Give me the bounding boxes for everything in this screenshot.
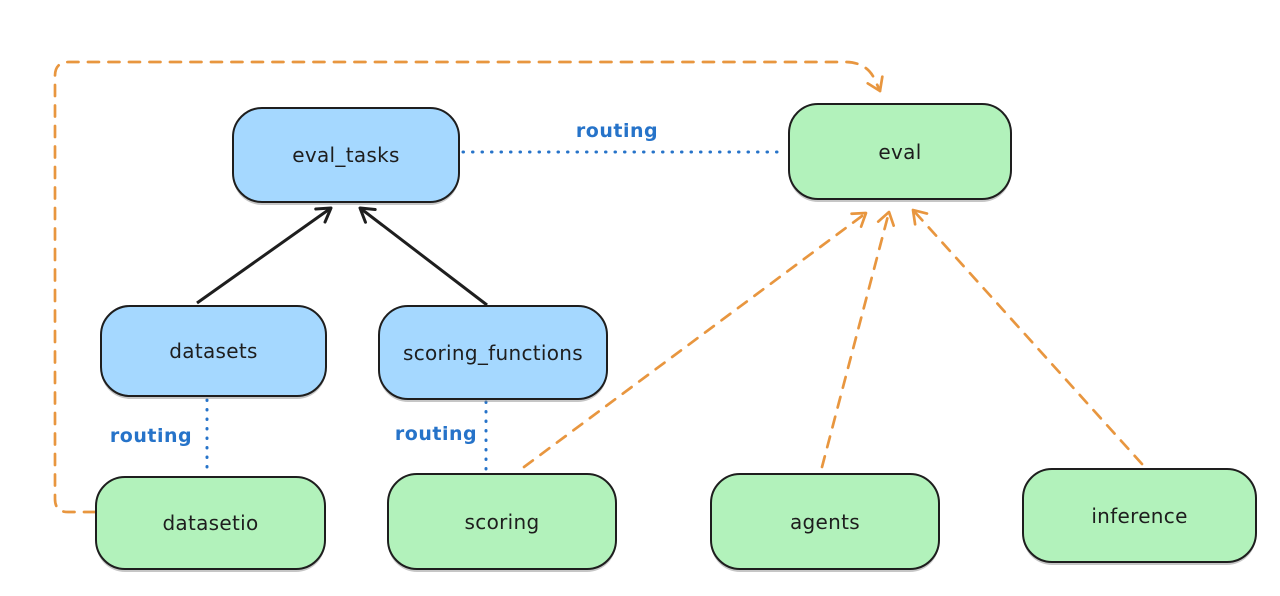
node-eval-tasks-label: eval_tasks <box>292 143 400 167</box>
node-scoring: scoring <box>387 473 617 570</box>
edge-agents-to-eval <box>820 210 896 469</box>
node-eval-tasks: eval_tasks <box>232 107 460 203</box>
routing-label-eval-tasks-eval: routing <box>575 120 659 142</box>
edge-scoring-functions-to-eval-tasks <box>358 206 488 307</box>
edge-scoring-to-eval <box>522 211 868 469</box>
node-inference-label: inference <box>1091 503 1188 528</box>
node-agents: agents <box>710 473 940 570</box>
node-agents-label: agents <box>790 509 860 534</box>
node-datasetio: datasetio <box>95 476 326 570</box>
node-scoring-functions-label: scoring_functions <box>402 340 584 365</box>
node-eval-label: eval <box>878 139 922 164</box>
edge-datasetio-to-eval <box>53 60 884 514</box>
node-datasetio-label: datasetio <box>162 511 259 535</box>
edge-inference-to-eval <box>911 208 1144 466</box>
routing-label-datasets-datasetio: routing <box>109 425 193 447</box>
routing-label-scoring-functions-scoring: routing <box>394 423 478 445</box>
node-scoring-functions: scoring_functions <box>378 305 608 400</box>
node-eval: eval <box>788 103 1012 200</box>
node-inference: inference <box>1022 468 1257 563</box>
node-scoring-label: scoring <box>464 509 540 534</box>
node-datasets: datasets <box>100 305 327 397</box>
node-datasets-label: datasets <box>169 339 258 363</box>
edge-datasets-to-eval-tasks <box>196 206 333 305</box>
